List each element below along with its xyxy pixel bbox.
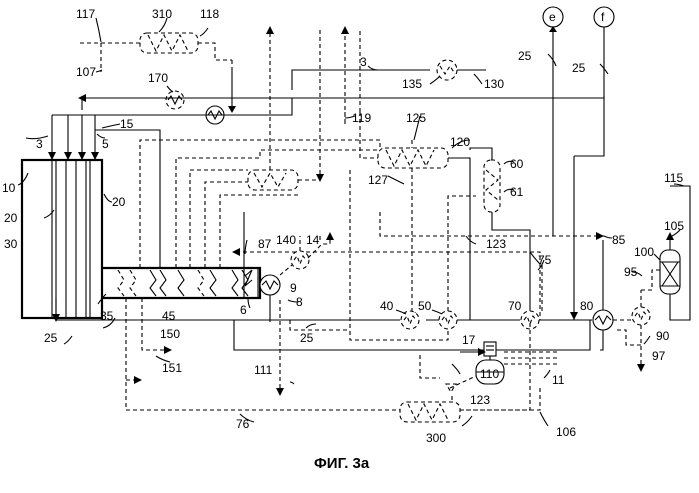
label-5: 5 — [102, 137, 109, 151]
label-11: 11 — [552, 373, 565, 387]
label-35: 35 — [100, 309, 114, 323]
label-20-left: 20 — [4, 211, 18, 225]
label-85: 85 — [612, 233, 626, 247]
label-120: 120 — [450, 135, 470, 149]
label-40: 40 — [380, 299, 394, 313]
reactor-100 — [660, 186, 690, 320]
label-6: 6 — [240, 303, 247, 317]
label-95: 95 — [624, 265, 638, 279]
label-3-left: 3 — [36, 137, 43, 151]
stream-119 — [341, 26, 349, 125]
exchanger-70 — [521, 265, 592, 329]
label-f: f — [601, 10, 605, 24]
label-118: 118 — [200, 7, 219, 21]
label-117: 117 — [76, 7, 95, 21]
label-151: 151 — [162, 361, 182, 375]
label-106: 106 — [556, 425, 576, 439]
stream-150 — [142, 298, 172, 354]
label-14: 14 — [306, 233, 320, 247]
main-feed-line — [52, 70, 604, 124]
label-127: 127 — [368, 173, 388, 187]
reformer-furnace — [22, 160, 102, 318]
label-25-mid: 25 — [300, 331, 314, 345]
label-87: 87 — [258, 237, 272, 251]
label-9: 9 — [290, 281, 297, 295]
label-76: 76 — [236, 417, 250, 431]
label-8: 8 — [296, 295, 303, 309]
label-123-bottom: 123 — [470, 393, 490, 407]
label-300: 300 — [426, 431, 446, 445]
label-25-left: 25 — [44, 331, 58, 345]
label-25-f: 25 — [572, 61, 586, 75]
label-80: 80 — [580, 299, 594, 313]
stream-11 — [504, 358, 560, 364]
label-30: 30 — [4, 237, 18, 251]
label-60: 60 — [510, 157, 524, 171]
label-61: 61 — [510, 185, 524, 199]
label-123-mid: 123 — [486, 237, 506, 251]
label-10: 10 — [2, 181, 16, 195]
label-20-right: 20 — [112, 195, 126, 209]
leader-lines — [18, 18, 684, 426]
label-3-top: 3 — [360, 55, 367, 69]
label-310: 310 — [152, 7, 172, 21]
label-125: 125 — [406, 111, 426, 125]
label-150: 150 — [160, 327, 180, 341]
feed-preheat-310 — [80, 33, 232, 72]
label-119: 119 — [352, 111, 371, 125]
label-130: 130 — [484, 77, 504, 91]
label-e: e — [549, 10, 556, 24]
label-45: 45 — [162, 309, 176, 323]
label-140: 140 — [276, 233, 296, 247]
unit-60-61 — [470, 148, 530, 320]
dashed-network-top — [140, 26, 380, 268]
label-75: 75 — [538, 253, 552, 267]
labels: 117 310 118 107 170 3 135 130 3 5 15 119… — [2, 7, 684, 445]
stream-87 — [243, 212, 258, 298]
label-135: 135 — [402, 77, 422, 91]
exchanger-170 — [166, 91, 184, 109]
label-70: 70 — [508, 299, 522, 313]
figure-caption: ФИГ. 3а — [314, 455, 370, 472]
label-105: 105 — [664, 219, 684, 233]
label-15: 15 — [120, 117, 134, 131]
label-111: 111 — [254, 363, 273, 377]
label-97: 97 — [652, 349, 666, 363]
exchanger-40 — [401, 311, 419, 329]
label-170: 170 — [148, 71, 168, 85]
stream-e — [543, 7, 563, 236]
convection-section — [102, 268, 260, 298]
label-50: 50 — [418, 299, 432, 313]
label-107: 107 — [76, 65, 96, 79]
label-115: 115 — [664, 171, 683, 185]
label-110: 110 — [480, 367, 499, 381]
line-3-top — [292, 60, 486, 90]
label-25-e: 25 — [518, 49, 532, 63]
label-100: 100 — [634, 245, 654, 259]
stream-111 — [276, 300, 284, 396]
label-90: 90 — [656, 329, 670, 343]
label-17: 17 — [462, 333, 476, 347]
